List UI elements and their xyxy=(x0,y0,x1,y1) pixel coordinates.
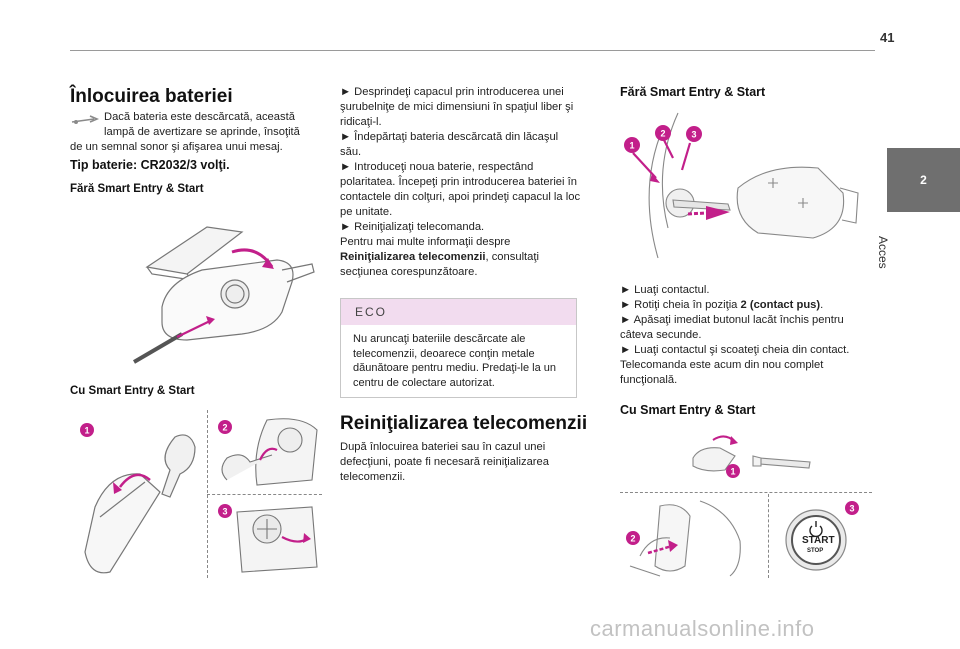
smart-key-battery-illustration: 2 xyxy=(218,418,318,486)
key-ignition-illustration: 1 2 3 xyxy=(624,112,859,259)
c3-step-3b: câteva secunde. xyxy=(620,329,702,341)
step-line-4: ► Îndepărtaţi bateria descărcată din lăc… xyxy=(340,131,559,143)
callout-3-a: 3 xyxy=(223,507,228,517)
eco-title: ECO xyxy=(341,299,576,325)
c3-step-1: ► Luaţi contactul. xyxy=(620,284,710,296)
start-stop-illustration[interactable]: START STOP 3 xyxy=(776,496,872,580)
chapter-number: 2 xyxy=(920,173,927,187)
reference-line: Reiniţializarea telecomenzii, consultaţi xyxy=(340,251,539,263)
c3-note-2: funcţională. xyxy=(620,374,678,386)
smart-key-battery-insert-illustration: 3 xyxy=(218,504,318,573)
callout-2-a: 2 xyxy=(223,423,228,433)
step-line-8: contactele din colţuri, apoi prindeţi ca… xyxy=(340,191,581,203)
chapter-tab[interactable]: 2 xyxy=(887,148,960,212)
reset-line-3: telecomenzii. xyxy=(340,471,406,483)
step-line-11: Pentru mai multe informaţii despre xyxy=(340,236,511,248)
steering-column-illustration: 2 xyxy=(626,500,741,577)
step-line-2: şurubelniţe de mici dimensiuni în spaţiu… xyxy=(340,101,574,113)
callout-1-b: 1 xyxy=(630,141,635,151)
battery-type: Tip baterie: CR2032/3 volţi. xyxy=(70,158,230,172)
page-number: 41 xyxy=(880,30,895,45)
top-rule xyxy=(70,50,875,51)
watermark: carmanualsonline.info xyxy=(590,616,815,641)
step-line-9: pe unitate. xyxy=(340,206,393,218)
smart-key-reset-illustration: 1 xyxy=(692,435,811,478)
warning-line-1: Dacă bateria este descărcată, această xyxy=(104,111,295,123)
c3-step-2: ► Rotiţi cheia în poziţia 2 (contact pus… xyxy=(620,299,824,311)
heading-no-smart-1: Fără Smart Entry & Start xyxy=(70,183,204,195)
smart-key-opening-illustration: 1 xyxy=(80,423,196,574)
step-line-3: ridicaţi-l. xyxy=(340,116,382,128)
c3-step-4: ► Luaţi contactul şi scoateţi cheia din … xyxy=(620,344,850,356)
heading-smart-2: Cu Smart Entry & Start xyxy=(620,403,756,417)
step-line-6: ► Introduceţi noua baterie, respectând xyxy=(340,161,534,173)
key-battery-open-illustration xyxy=(132,226,315,364)
reset-title: Reiniţializarea telecomenzii xyxy=(340,413,588,434)
c3-divider-v xyxy=(768,494,769,578)
heading-smart-1: Cu Smart Entry & Start xyxy=(70,385,195,397)
step-line-5: său. xyxy=(340,146,362,158)
chapter-label: Acces xyxy=(876,236,890,269)
reference-link[interactable]: Reiniţializarea telecomenzii xyxy=(340,251,486,263)
callout-1-a: 1 xyxy=(85,426,90,436)
callout-3-b: 3 xyxy=(692,130,697,140)
callout-1-c: 1 xyxy=(731,467,736,477)
eco-box: ECO Nu aruncaţi bateriile descărcate ale… xyxy=(340,298,577,398)
panel-divider-h xyxy=(207,494,322,495)
c3-step-3a: ► Apăsaţi imediat butonul lacăt închis p… xyxy=(620,314,844,326)
reset-line-2: defecţiuni, poate fi necesară reiniţiali… xyxy=(340,456,549,468)
step-line-7: polaritatea. Începeţi prin introducerea … xyxy=(340,176,577,188)
warning-battery-icon xyxy=(71,115,100,124)
c3-divider-h xyxy=(620,492,872,493)
reference-line-2: secţiunea corespunzătoare. xyxy=(340,266,478,278)
step-line-1: ► Desprindeţi capacul prin introducerea … xyxy=(340,86,564,98)
heading-no-smart-2: Fără Smart Entry & Start xyxy=(620,85,766,99)
reset-line-1: După înlocuirea bateriei sau în cazul un… xyxy=(340,441,546,453)
callout-2-c: 2 xyxy=(631,534,636,544)
warning-line-3: de un semnal sonor şi afişarea unui mesa… xyxy=(70,141,283,153)
eco-text: Nu aruncaţi bateriile descărcate ale tel… xyxy=(353,333,557,389)
callout-2-b: 2 xyxy=(661,129,666,139)
stop-label: STOP xyxy=(807,548,823,554)
battery-title: Înlocuirea bateriei xyxy=(70,86,233,107)
warning-line-2: lampă de avertizare se aprinde, însoţită xyxy=(104,126,300,138)
c3-note-1: Telecomanda este acum din nou complet xyxy=(620,359,824,371)
step-line-10: ► Reiniţializaţi telecomanda. xyxy=(340,221,485,233)
callout-3-c: 3 xyxy=(850,504,855,514)
start-label: START xyxy=(802,535,835,546)
